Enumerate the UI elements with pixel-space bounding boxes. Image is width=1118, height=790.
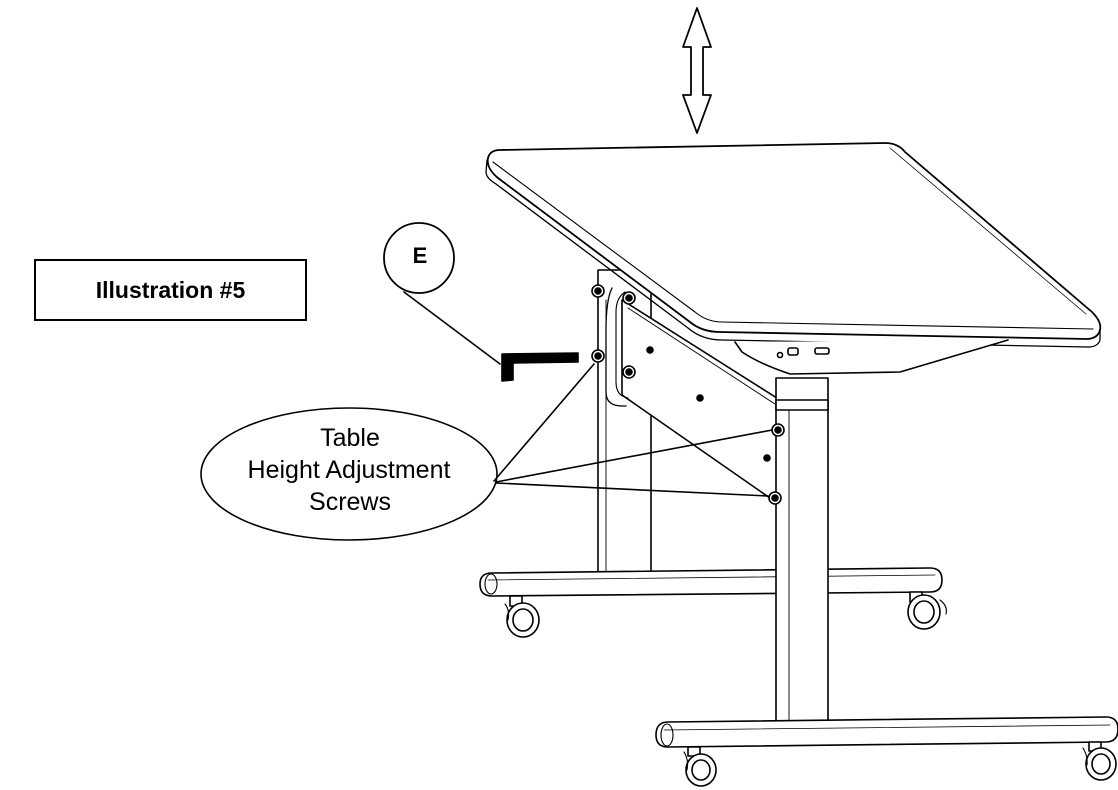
caster-front-right (1082, 741, 1117, 781)
part-e-callout (383, 222, 501, 365)
caster-back-right (907, 591, 947, 630)
table-top (485, 142, 1102, 348)
height-adjustment-screw (622, 365, 636, 379)
motor-housing (734, 339, 1009, 375)
illustration-title-box: Illustration #5 (34, 259, 307, 321)
height-adjustment-screw (622, 291, 636, 305)
screws-callout-line1: Table (320, 424, 380, 452)
screws-callout-line3: Screws (309, 488, 391, 516)
allen-wrench-icon (501, 352, 579, 382)
back-base-foot (479, 567, 943, 597)
support-crossbar (605, 287, 781, 506)
illustration-label: Illustration #5 (95, 276, 246, 303)
caster-back-left (504, 595, 540, 638)
height-adjustment-screw (591, 349, 605, 363)
front-base-foot (655, 716, 1118, 748)
screws-callout-line2: Height Adjustment (247, 456, 451, 484)
front-leg (775, 377, 829, 731)
height-adjustment-screw (768, 491, 782, 505)
double-headed-arrow-icon (682, 7, 712, 134)
caster-front-left (683, 746, 717, 787)
screws-callout (200, 363, 773, 541)
height-adjustment-screw (771, 423, 785, 437)
height-adjustment-screw (591, 284, 605, 298)
part-e-letter: E (412, 243, 428, 268)
